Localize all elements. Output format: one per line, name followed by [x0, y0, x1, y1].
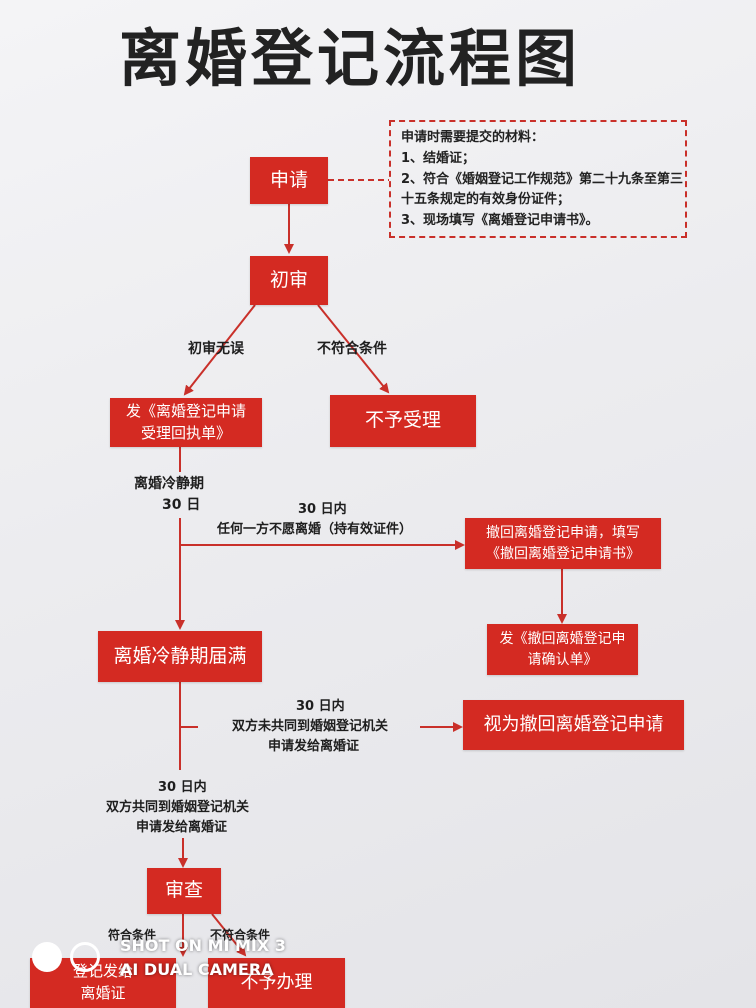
- label-review-fail: 不符合条件: [317, 341, 387, 357]
- box-deemed-withdrawn: 视为撤回离婚登记申请: [463, 700, 684, 750]
- box-reject: 不予受理: [330, 395, 476, 447]
- label-together-1: 双方共同到婚姻登记机关: [106, 800, 250, 815]
- arrow-review-ok: [183, 304, 256, 396]
- label-not-together-2: 申请发给离婚证: [268, 739, 360, 754]
- label-meets: 符合条件: [108, 928, 157, 942]
- arrow-examine-fail: [211, 913, 247, 957]
- note-heading: 申请时需要提交的材料：: [401, 130, 545, 145]
- materials-note: 申请时需要提交的材料： 1、结婚证； 2、符合《婚姻登记工作规范》第二十九条至第…: [389, 120, 687, 238]
- page-title: 离婚登记流程图: [118, 22, 581, 95]
- label-one-party: 任何一方不愿离婚（持有效证件）: [217, 522, 413, 537]
- label-not-together-1: 双方未共同到婚姻登记机关: [232, 719, 389, 734]
- label-cooling-period: 离婚冷静期: [134, 476, 204, 492]
- box-withdraw-confirm: 发《撤回离婚登记申请确认单》: [487, 624, 638, 675]
- label-within30-c: 30 日内: [158, 780, 207, 795]
- label-not-meets: 不符合条件: [210, 928, 271, 942]
- label-within30-b: 30 日内: [296, 699, 345, 714]
- label-within30-a: 30 日内: [298, 502, 347, 517]
- watermark-line-1: SHOT ON MI MIX 3: [120, 936, 286, 955]
- box-withdraw: 撤回离婚登记申请，填写《撤回离婚登记申请书》: [465, 518, 661, 569]
- box-not-process: 不予办理: [208, 958, 345, 1008]
- box-cooling-end: 离婚冷静期届满: [98, 631, 262, 682]
- box-initial-review: 初审: [250, 256, 328, 305]
- note-item-2: 2、符合《婚姻登记工作规范》第二十九条至第三十五条规定的有效身份证件；: [401, 171, 684, 208]
- watermark-dot-filled: [32, 942, 62, 972]
- label-30-days: 30 日: [162, 497, 201, 513]
- note-item-1: 1、结婚证；: [401, 150, 476, 166]
- box-apply: 申请: [250, 157, 328, 204]
- watermark-line-2: AI DUAL CAMERA: [120, 960, 274, 979]
- label-review-ok: 初审无误: [188, 341, 244, 357]
- watermark-dot-ring: [70, 942, 100, 972]
- label-together-2: 申请发给离婚证: [136, 820, 228, 835]
- box-examine: 审查: [147, 868, 221, 914]
- arrow-review-fail: [317, 304, 390, 394]
- box-issue-certificate: 登记发给离婚证: [30, 958, 176, 1008]
- note-item-3: 3、现场填写《离婚登记申请书》。: [401, 213, 599, 229]
- box-issue-receipt: 发《离婚登记申请受理回执单》: [110, 398, 262, 447]
